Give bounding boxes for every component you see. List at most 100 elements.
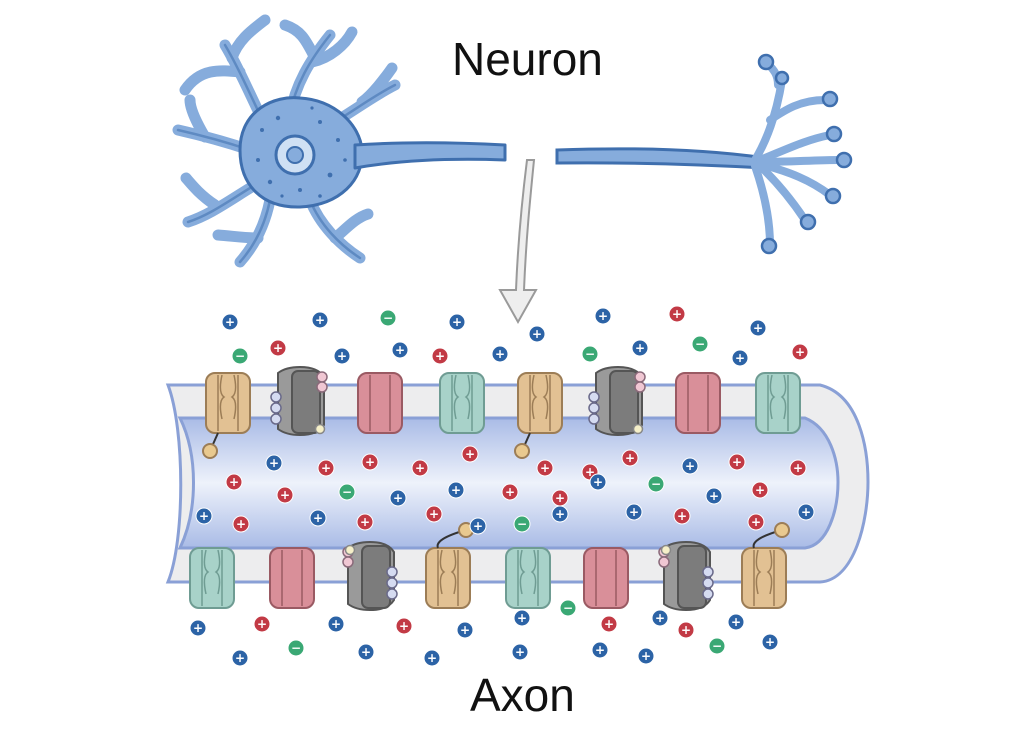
svg-text:+: + bbox=[755, 483, 765, 497]
svg-text:+: + bbox=[236, 517, 246, 531]
positive-ion-icon: + bbox=[761, 633, 779, 651]
positive-ion-icon: + bbox=[461, 445, 479, 463]
negative-ion-icon: − bbox=[581, 345, 599, 363]
svg-text:+: + bbox=[257, 617, 267, 631]
positive-ion-icon: + bbox=[333, 347, 351, 365]
rose-channel bbox=[583, 547, 629, 609]
svg-text:+: + bbox=[331, 617, 341, 631]
svg-text:+: + bbox=[321, 461, 331, 475]
svg-text:+: + bbox=[801, 505, 811, 519]
svg-text:+: + bbox=[415, 461, 425, 475]
positive-ion-icon: + bbox=[747, 513, 765, 531]
teal-channel bbox=[439, 372, 485, 434]
svg-text:+: + bbox=[395, 343, 405, 357]
positive-ion-icon: + bbox=[536, 459, 554, 477]
svg-text:+: + bbox=[361, 645, 371, 659]
positive-ion-icon: + bbox=[189, 619, 207, 637]
positive-ion-icon: + bbox=[591, 641, 609, 659]
gray-channel bbox=[342, 540, 398, 612]
positive-ion-icon: + bbox=[469, 517, 487, 535]
teal-channel bbox=[755, 372, 801, 434]
svg-text:+: + bbox=[629, 505, 639, 519]
svg-text:+: + bbox=[235, 651, 245, 665]
svg-text:+: + bbox=[465, 447, 475, 461]
positive-ion-icon: + bbox=[311, 311, 329, 329]
positive-ion-icon: + bbox=[589, 473, 607, 491]
svg-text:+: + bbox=[399, 619, 409, 633]
positive-ion-icon: + bbox=[681, 457, 699, 475]
rose-channel bbox=[357, 372, 403, 434]
positive-ion-icon: + bbox=[232, 515, 250, 533]
svg-text:+: + bbox=[555, 507, 565, 521]
svg-text:+: + bbox=[735, 351, 745, 365]
svg-text:+: + bbox=[709, 489, 719, 503]
svg-text:+: + bbox=[393, 491, 403, 505]
positive-ion-icon: + bbox=[751, 481, 769, 499]
positive-ion-icon: + bbox=[491, 345, 509, 363]
teal-channel bbox=[505, 547, 551, 609]
svg-text:−: − bbox=[342, 485, 352, 499]
svg-text:+: + bbox=[598, 309, 608, 323]
positive-ion-icon: + bbox=[749, 319, 767, 337]
svg-text:+: + bbox=[505, 485, 515, 499]
svg-text:−: − bbox=[291, 641, 301, 655]
tan-channel bbox=[425, 522, 474, 609]
channels-bottom-row bbox=[189, 522, 790, 612]
svg-text:+: + bbox=[451, 483, 461, 497]
positive-ion-icon: + bbox=[357, 643, 375, 661]
svg-text:+: + bbox=[681, 623, 691, 637]
channels-top-row bbox=[202, 365, 801, 459]
axon-terminal-group bbox=[555, 53, 853, 255]
gray-channel bbox=[658, 540, 714, 612]
svg-text:+: + bbox=[765, 635, 775, 649]
positive-ion-icon: + bbox=[361, 453, 379, 471]
terminal-branches bbox=[751, 60, 844, 249]
svg-text:−: − bbox=[695, 337, 705, 351]
svg-text:+: + bbox=[360, 515, 370, 529]
positive-ion-icon: + bbox=[594, 307, 612, 325]
negative-ion-icon: − bbox=[708, 637, 726, 655]
svg-text:+: + bbox=[555, 491, 565, 505]
svg-text:+: + bbox=[677, 509, 687, 523]
axon-trunk bbox=[353, 141, 507, 170]
positive-ion-icon: + bbox=[625, 503, 643, 521]
svg-text:+: + bbox=[273, 341, 283, 355]
svg-text:+: + bbox=[593, 475, 603, 489]
svg-text:+: + bbox=[515, 645, 525, 659]
positive-ion-icon: + bbox=[253, 615, 271, 633]
svg-text:+: + bbox=[452, 315, 462, 329]
positive-ion-icon: + bbox=[231, 649, 249, 667]
positive-ion-icon: + bbox=[356, 513, 374, 531]
soma-granules bbox=[256, 106, 347, 198]
svg-text:+: + bbox=[540, 461, 550, 475]
svg-text:−: − bbox=[651, 477, 661, 491]
svg-text:−: − bbox=[383, 311, 393, 325]
svg-text:−: − bbox=[517, 517, 527, 531]
positive-ion-icon: + bbox=[789, 459, 807, 477]
positive-ion-icon: + bbox=[677, 621, 695, 639]
gray-channel bbox=[270, 365, 328, 437]
negative-ion-icon: − bbox=[559, 599, 577, 617]
svg-text:+: + bbox=[731, 615, 741, 629]
positive-ion-icon: + bbox=[225, 473, 243, 491]
svg-text:−: − bbox=[712, 639, 722, 653]
positive-ion-icon: + bbox=[631, 339, 649, 357]
svg-text:+: + bbox=[337, 349, 347, 363]
svg-text:+: + bbox=[793, 461, 803, 475]
negative-ion-icon: − bbox=[231, 347, 249, 365]
positive-ion-icon: + bbox=[391, 341, 409, 359]
svg-text:+: + bbox=[229, 475, 239, 489]
positive-ion-icon: + bbox=[501, 483, 519, 501]
positive-ion-icon: + bbox=[221, 313, 239, 331]
svg-text:+: + bbox=[280, 488, 290, 502]
neuron-soma-group bbox=[172, 14, 507, 268]
negative-ion-icon: − bbox=[379, 309, 397, 327]
nucleolus bbox=[286, 146, 304, 164]
svg-text:+: + bbox=[641, 649, 651, 663]
svg-text:+: + bbox=[495, 347, 505, 361]
tan-channel bbox=[741, 522, 790, 609]
positive-ion-icon: + bbox=[269, 339, 287, 357]
axon-terminal-trunk bbox=[555, 147, 767, 170]
membrane-inner bbox=[177, 416, 840, 550]
